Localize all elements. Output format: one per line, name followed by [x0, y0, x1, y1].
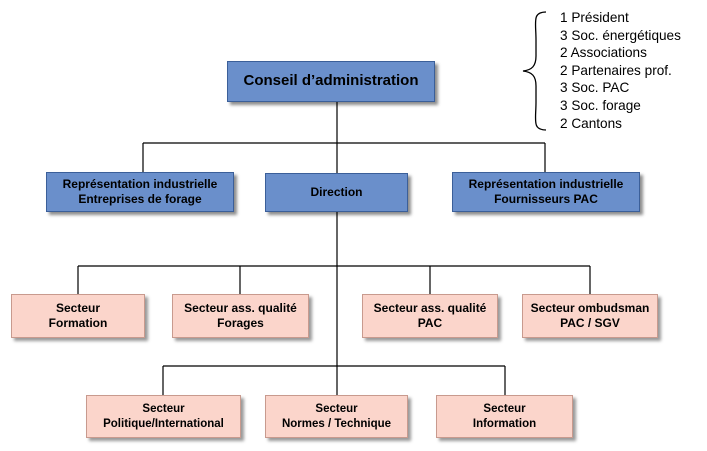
- node-label: Représentation industrielle: [62, 177, 218, 191]
- node-secteur-ombudsman: Secteur ombudsman PAC / SGV: [522, 294, 658, 338]
- node-label: Conseil d’administration: [243, 72, 419, 90]
- member-item: 2 Cantons: [560, 115, 622, 131]
- node-label: Secteur: [315, 403, 358, 416]
- member-item: 3 Soc. PAC: [560, 80, 630, 96]
- board-members-list: 1 Président 3 Soc. énergétiques 2 Associ…: [560, 9, 681, 132]
- node-secteur-normes-technique: Secteur Normes / Technique: [265, 395, 408, 438]
- node-label: Formation: [48, 316, 108, 330]
- node-rep-industrielle-forage: Représentation industrielle Entreprises …: [46, 172, 234, 212]
- node-label: Secteur ass. qualité: [373, 301, 487, 315]
- node-label: PAC / SGV: [560, 316, 620, 330]
- node-label: Secteur: [142, 403, 185, 416]
- node-secteur-qualite-forages: Secteur ass. qualité Forages: [172, 294, 309, 338]
- node-secteur-politique-international: Secteur Politique/International: [86, 395, 241, 438]
- node-secteur-information: Secteur Information: [436, 395, 573, 438]
- member-item: 1 Président: [560, 10, 629, 25]
- node-label: Secteur: [483, 403, 526, 416]
- node-label: Représentation industrielle: [468, 177, 624, 191]
- member-item: 2 Associations: [560, 45, 647, 61]
- node-label: Secteur: [55, 301, 101, 315]
- node-label: PAC: [417, 316, 443, 330]
- node-secteur-formation: Secteur Formation: [11, 294, 145, 338]
- node-conseil-administration: Conseil d’administration: [227, 61, 435, 102]
- member-item: 2 Partenaires prof.: [560, 62, 672, 78]
- node-label: Entreprises de forage: [78, 192, 202, 206]
- curly-brace: [522, 11, 547, 131]
- node-label: Normes / Technique: [281, 417, 392, 430]
- node-label: Politique/International: [103, 417, 224, 430]
- node-label: Secteur ass. qualité: [184, 301, 297, 315]
- node-label: Forages: [217, 316, 264, 330]
- node-label: Fournisseurs PAC: [494, 192, 598, 206]
- node-label: Secteur ombudsman: [530, 301, 650, 315]
- node-secteur-qualite-pac: Secteur ass. qualité PAC: [362, 294, 498, 338]
- node-label: Direction: [310, 185, 363, 199]
- node-direction: Direction: [265, 173, 408, 212]
- node-label: Information: [472, 417, 537, 430]
- member-item: 3 Soc. énergétiques: [560, 27, 681, 43]
- member-item: 3 Soc. forage: [560, 97, 641, 113]
- node-rep-industrielle-pac: Représentation industrielle Fournisseurs…: [452, 172, 640, 212]
